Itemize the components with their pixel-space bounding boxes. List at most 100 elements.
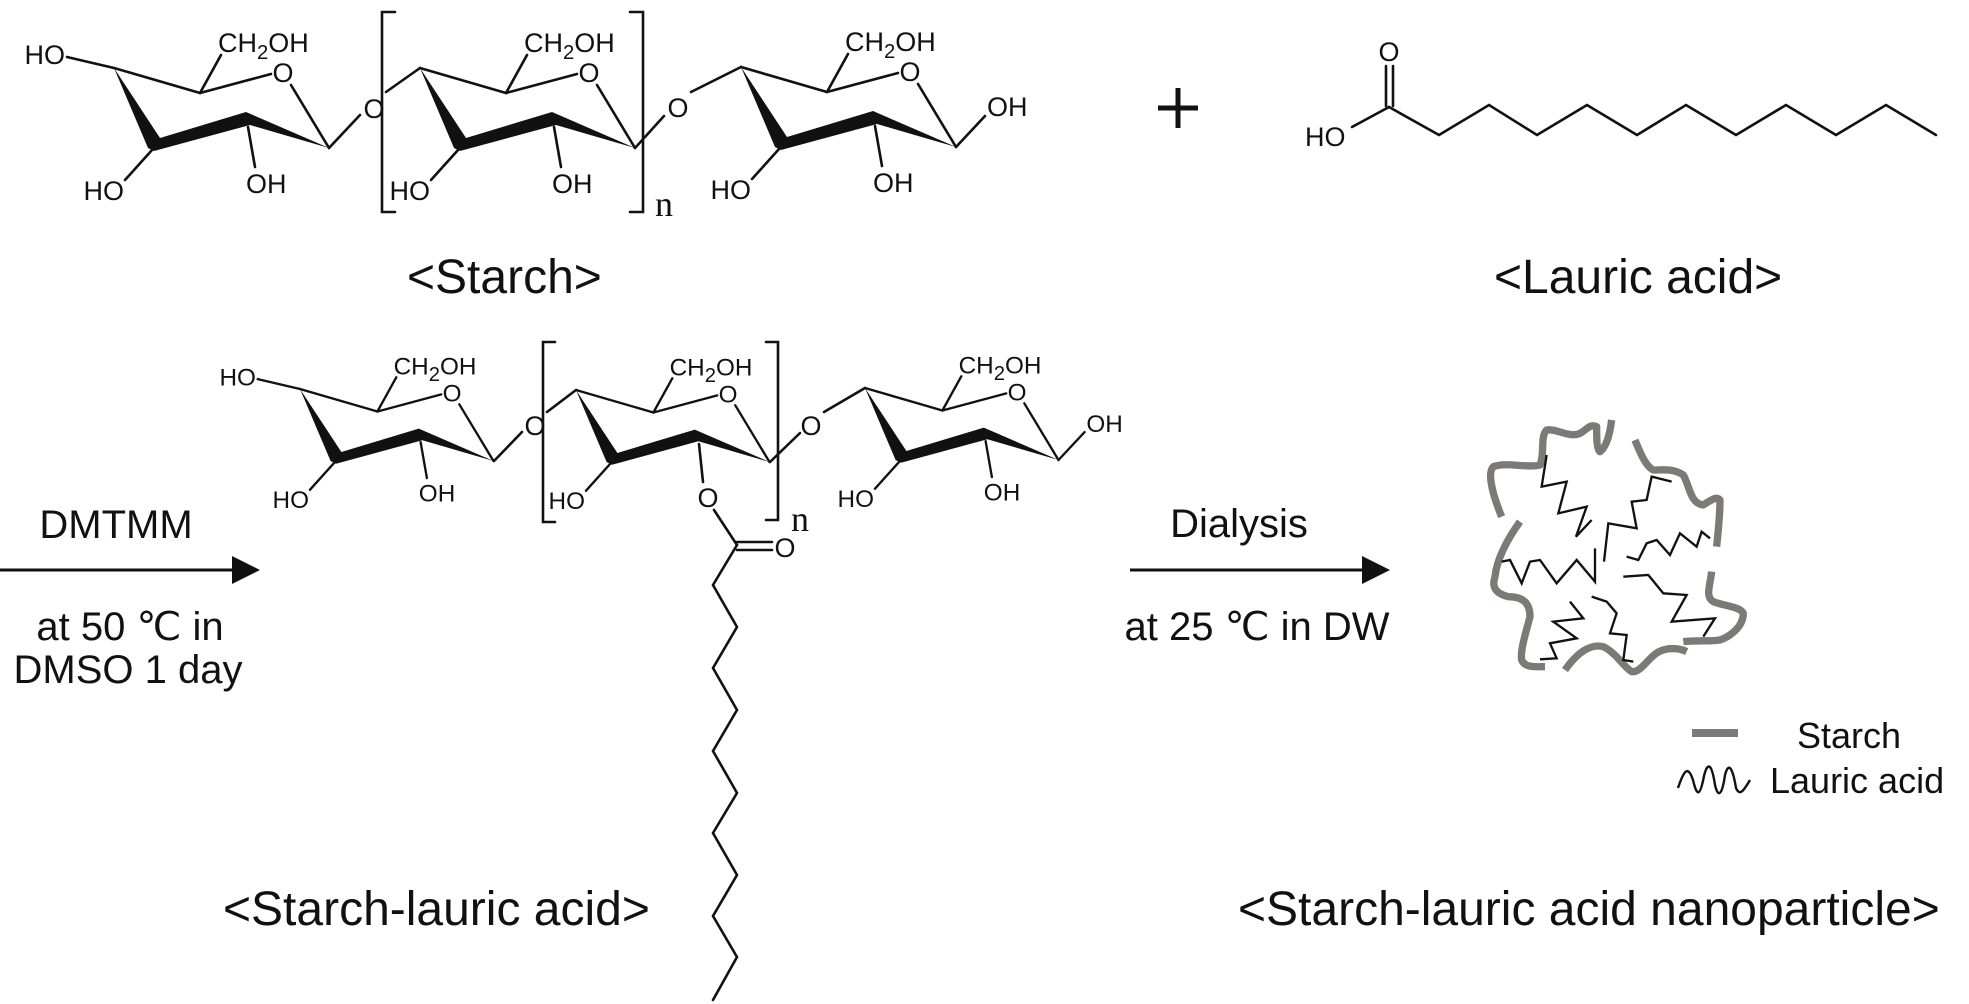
nanoparticle-label: <Starch-lauric acid nanoparticle>: [1238, 883, 1940, 936]
subscript-2: 2: [429, 364, 440, 386]
bond: [289, 83, 331, 150]
wedge-bond: [300, 389, 494, 464]
glycosidic-oxygen: O: [800, 411, 821, 441]
bond: [504, 53, 529, 95]
oh-part: OH: [268, 28, 309, 58]
bond: [873, 124, 884, 168]
starch-strand: [1561, 642, 1689, 676]
ch-part: CH: [670, 355, 705, 382]
lauric-strand: [1591, 595, 1634, 663]
ch-part: CH: [218, 28, 257, 58]
bond: [1057, 430, 1086, 462]
atom-label: OH: [246, 169, 287, 199]
condition-label: at 25 ℃ in DW: [1125, 605, 1390, 649]
legend-starch-label: Starch: [1797, 715, 1901, 756]
bond: [984, 439, 994, 479]
starch-strand: [1682, 571, 1747, 646]
carbonyl-oxygen: O: [774, 533, 795, 563]
subscript-2: 2: [257, 42, 268, 64]
repeat-n: n: [655, 184, 673, 224]
bond: [863, 386, 944, 412]
plus-sign: +: [1158, 88, 1198, 128]
bond: [734, 404, 771, 464]
nanoparticle-illustration: [1486, 419, 1747, 676]
glycosidic-links-row2: O O: [492, 386, 867, 464]
bond: [825, 52, 850, 94]
reagent-label: DMTMM: [39, 503, 192, 547]
bond: [429, 148, 460, 182]
oh-part: OH: [574, 28, 615, 58]
starch-label: <Starch>: [407, 251, 602, 304]
bond: [504, 72, 579, 95]
subscript-2: 2: [563, 42, 574, 64]
bond: [198, 72, 273, 95]
atom-label: HO: [25, 40, 66, 70]
atom-label: OH: [987, 92, 1028, 122]
bond: [419, 440, 429, 480]
lauric-strand: [1540, 454, 1593, 538]
lauric-strand: [1623, 573, 1718, 638]
condition-line1: at 50 ℃ in: [36, 605, 223, 649]
lauric-strand: [1602, 475, 1672, 562]
atom-label: O: [443, 381, 462, 408]
lauric-acid-label: <Lauric acid>: [1494, 251, 1782, 304]
ch2oh-label: CH2OH: [218, 28, 309, 64]
glycosidic-oxygen: O: [363, 94, 384, 124]
atom-label: O: [272, 58, 293, 88]
bond: [825, 71, 900, 94]
lauric-acid-structure: HO O: [1305, 37, 1938, 152]
atom-label: OH: [552, 169, 593, 199]
oh-part: OH: [1005, 353, 1041, 380]
ch2oh-label: CH2OH: [845, 27, 936, 63]
atom-label: HO: [390, 176, 431, 206]
bond: [458, 403, 495, 463]
wedge-bond: [741, 67, 956, 150]
atom-label: HO: [549, 488, 585, 515]
starch-strand: [1486, 419, 1616, 519]
repeat-n: n: [791, 499, 809, 539]
bond: [418, 66, 508, 95]
starch-lauric-acid-label: <Starch-lauric acid>: [223, 883, 650, 936]
bond: [739, 65, 829, 94]
atom-label: HO: [273, 487, 309, 514]
lauric-strand: [1539, 600, 1586, 661]
bond: [552, 125, 563, 169]
bond: [123, 148, 154, 182]
reaction-arrow-step2: Dialysis at 25 ℃ in DW: [1125, 502, 1390, 649]
bond: [584, 462, 612, 492]
arrow-head-icon: [1362, 556, 1390, 584]
process-label: Dialysis: [1170, 502, 1308, 546]
bond: [376, 393, 443, 413]
ch2oh-label: CH2OH: [959, 353, 1042, 385]
bond: [595, 83, 637, 150]
oh-part: OH: [716, 355, 752, 382]
atom-label: O: [578, 58, 599, 88]
glycosidic-oxygen: O: [524, 411, 545, 441]
bond: [376, 376, 398, 413]
bond: [941, 392, 1008, 412]
bond: [1023, 402, 1060, 462]
legend: Starch Lauric acid: [1676, 715, 1944, 801]
glycosidic-oxygen: O: [667, 93, 688, 123]
oh-part: OH: [440, 354, 476, 381]
wedge-bond: [865, 388, 1059, 463]
atom-label: OH: [1086, 411, 1122, 438]
bond: [308, 461, 336, 491]
bond: [298, 387, 379, 413]
ch-part: CH: [845, 27, 884, 57]
subscript-2: 2: [994, 363, 1005, 385]
atom-label: OH: [984, 480, 1020, 507]
lauric-strand: [1626, 529, 1711, 562]
arrow-head-icon: [232, 556, 260, 584]
atom-label: O: [1008, 380, 1027, 407]
bond: [112, 66, 202, 95]
bond: [198, 53, 223, 95]
atom-label: O: [899, 57, 920, 87]
wedge-bond: [576, 390, 770, 465]
